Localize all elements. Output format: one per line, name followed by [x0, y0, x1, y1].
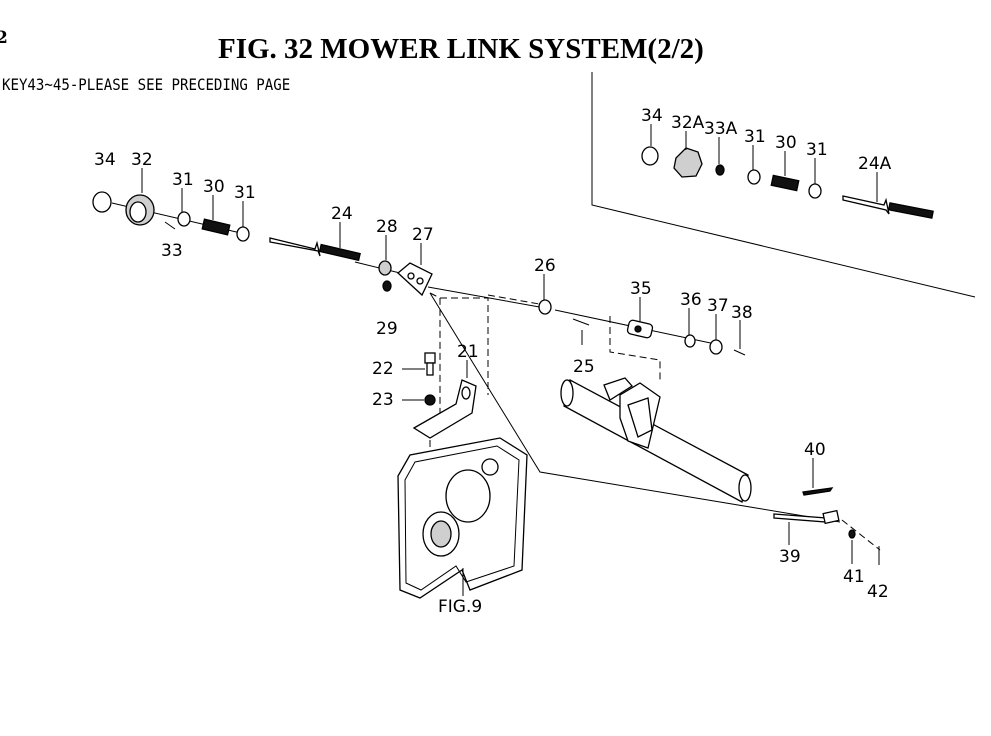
callout-37: 37 [707, 296, 729, 316]
bracket-21 [412, 379, 477, 439]
callout-30: 30 [203, 177, 225, 197]
pin-38 [733, 349, 746, 356]
mower-lift-shaft [560, 377, 752, 503]
pin-40 [802, 487, 834, 496]
callout-34-inset: 34 [641, 106, 663, 126]
knob-32 [125, 194, 155, 226]
washer-31-inset-left [747, 169, 761, 185]
callout-39: 39 [779, 547, 801, 567]
callout-42: 42 [867, 582, 889, 602]
callout-38: 38 [731, 303, 753, 323]
washer-31-right [236, 226, 250, 242]
callout-33: 33 [161, 241, 183, 261]
callout-24: 24 [331, 204, 353, 224]
nut-28 [378, 260, 392, 276]
callout-31-inset: 31 [744, 127, 766, 147]
callout-27: 27 [412, 225, 434, 245]
callout-26: 26 [534, 256, 556, 276]
callout-24A: 24A [858, 154, 892, 174]
callout-28: 28 [376, 217, 398, 237]
spring-30 [201, 218, 231, 236]
callout-35: 35 [630, 279, 652, 299]
cap-34 [92, 191, 112, 213]
inset-frame [591, 72, 976, 298]
leader-lines [141, 124, 878, 596]
knob-32A [673, 147, 703, 178]
callout-32A: 32A [671, 113, 705, 133]
reference-note: KEY43~45-PLEASE SEE PRECEDING PAGE [2, 75, 291, 94]
pin-33 [164, 221, 176, 230]
callout-32: 32 [131, 150, 153, 170]
page-number: 2 [0, 28, 8, 48]
callout-31: 31 [234, 183, 256, 203]
callout-40: 40 [804, 440, 826, 460]
callout-36: 36 [680, 290, 702, 310]
callout-29: 29 [376, 319, 398, 339]
bracket-27 [397, 262, 433, 297]
washer-37 [709, 339, 723, 355]
callout-34: 34 [94, 150, 116, 170]
callout-31: 31 [172, 170, 194, 190]
bolt-22 [424, 352, 436, 376]
callout-22: 22 [372, 359, 394, 379]
rod-24A [842, 195, 934, 219]
callout-fig9: FIG.9 [438, 597, 482, 617]
transmission-case-fig9 [397, 437, 528, 599]
cap-34-inset [641, 146, 659, 166]
collar-35 [626, 319, 654, 339]
pin-25 [572, 318, 590, 326]
rod-24 [269, 237, 361, 262]
callout-41: 41 [843, 567, 865, 587]
nut-33A [715, 164, 725, 176]
callout-30-inset: 30 [775, 133, 797, 153]
washer-23 [424, 394, 436, 406]
washer-26 [538, 299, 552, 315]
nut-29 [382, 280, 392, 292]
callout-25: 25 [573, 357, 595, 377]
rod-39 [773, 509, 840, 525]
page-title: FIG. 32 MOWER LINK SYSTEM(2/2) [218, 33, 704, 65]
callout-33A: 33A [704, 119, 738, 139]
callout-21: 21 [457, 342, 479, 362]
nut-41 [848, 529, 856, 539]
washer-31-left [177, 211, 191, 227]
callout-23: 23 [372, 390, 394, 410]
callout-labels: 34 32 31 30 31 33 24 28 27 29 26 21 22 2… [94, 106, 892, 617]
callout-31-inset: 31 [806, 140, 828, 160]
bushing-36 [684, 334, 696, 348]
spring-30-inset [770, 174, 800, 192]
washer-31-inset-right [808, 183, 822, 199]
